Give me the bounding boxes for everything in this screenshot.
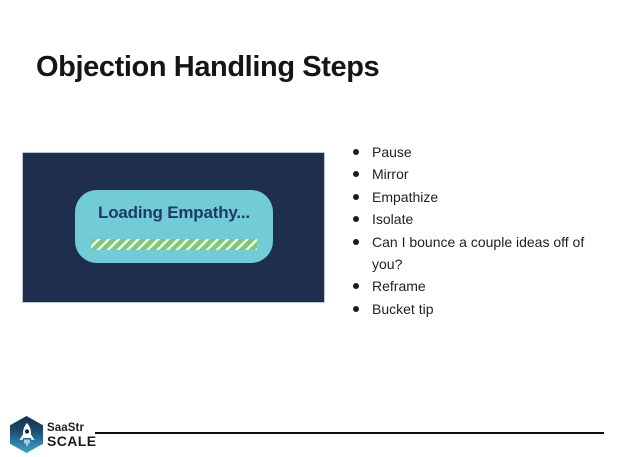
bullet-text: Empathize	[372, 188, 439, 205]
bullet-list: Pause Mirror Empathize Isolate Can I bou…	[340, 141, 602, 320]
bullet-icon	[353, 193, 359, 200]
list-item: Pause	[340, 141, 602, 163]
progress-bar	[91, 239, 257, 250]
bullet-text: Isolate	[372, 211, 414, 228]
bullet-icon	[353, 149, 359, 155]
bullet-icon	[353, 283, 359, 290]
saastr-scale-logo: SaaStr SCALE	[10, 416, 96, 453]
bullet-text: Bucket tip	[372, 300, 434, 317]
loading-empathy-image: Loading Empathy...	[22, 152, 325, 303]
list-item: Isolate	[340, 208, 602, 230]
bullet-icon	[353, 238, 359, 245]
rocket-icon	[10, 416, 43, 453]
bullet-text: Mirror	[372, 166, 409, 183]
bullet-text: Can I bounce a couple ideas off of you?	[372, 233, 585, 273]
list-item: Bucket tip	[340, 298, 602, 320]
bullet-icon	[353, 305, 359, 312]
loading-card: Loading Empathy...	[75, 190, 273, 263]
list-item: Empathize	[340, 186, 602, 208]
brand-name: SaaStr	[47, 421, 85, 434]
list-item: Reframe	[340, 275, 602, 297]
brand-text: SaaStr SCALE	[47, 422, 96, 448]
bullet-icon	[353, 171, 359, 178]
list-item: Can I bounce a couple ideas off of you?	[340, 231, 602, 276]
footer-divider	[95, 432, 604, 435]
bullet-text: Reframe	[372, 278, 426, 295]
bullet-text: Pause	[372, 144, 412, 160]
brand-subname: SCALE	[47, 432, 97, 449]
list-item: Mirror	[340, 163, 602, 185]
bullet-icon	[353, 216, 359, 223]
loading-label: Loading Empathy...	[98, 203, 250, 222]
slide-title: Objection Handling Steps	[36, 51, 380, 83]
